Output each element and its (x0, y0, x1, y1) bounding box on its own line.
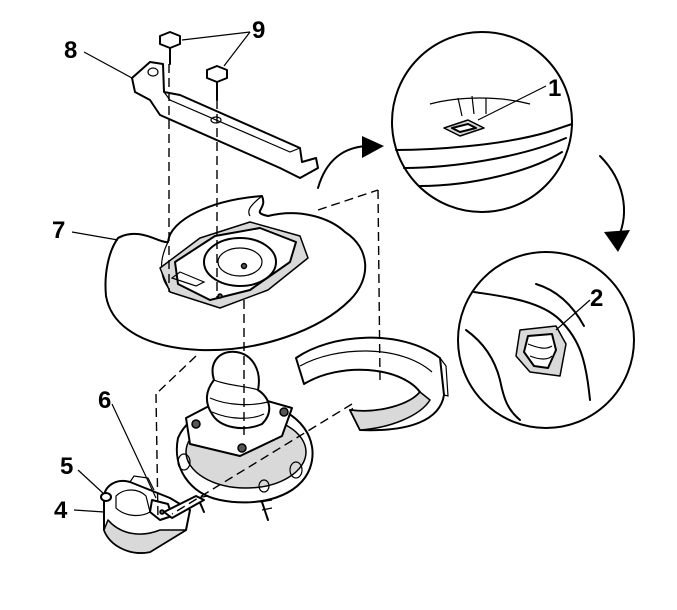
backing-plate-part-7 (104, 195, 367, 352)
bolt-part-9-b (206, 65, 228, 101)
bracket-part-8 (131, 61, 319, 179)
spring-part-5 (100, 492, 112, 502)
detail-view-2 (457, 251, 635, 429)
callout-6: 6 (98, 387, 111, 414)
callout-2: 2 (590, 285, 603, 312)
hub-bearing-assembly (175, 350, 314, 521)
leader-lines (71, 31, 591, 513)
callout-8: 8 (64, 37, 77, 64)
detail-view-1 (391, 31, 573, 213)
callout-5: 5 (60, 453, 73, 480)
arrow-to-detail-1 (317, 136, 384, 189)
bolt-part-9-a (159, 31, 181, 65)
arrow-to-detail-2 (599, 155, 630, 252)
callout-1: 1 (548, 75, 561, 102)
alignment-lines (155, 64, 381, 521)
callout-9: 9 (252, 17, 265, 44)
callout-4: 4 (54, 497, 68, 524)
callout-7: 7 (52, 217, 65, 244)
parking-brake-shoe (295, 336, 449, 432)
